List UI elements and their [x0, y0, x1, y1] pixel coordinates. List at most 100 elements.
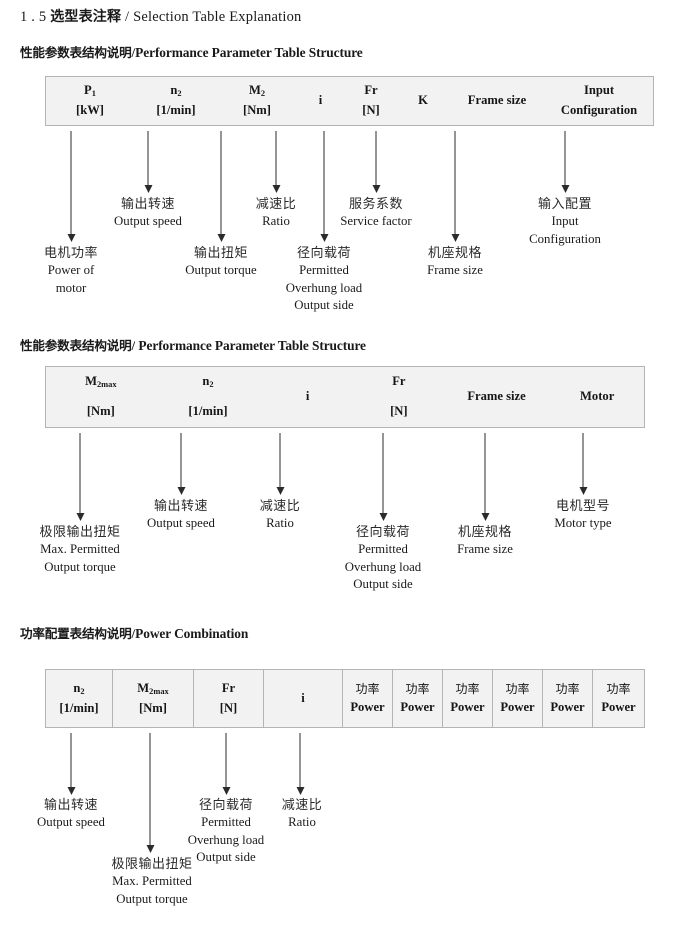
column-unit: [N]: [362, 103, 380, 117]
section-heading-en: Performance Parameter Table Structure: [138, 338, 366, 353]
section-heading-separator: /: [131, 45, 136, 60]
column-cn: 功率: [405, 681, 430, 696]
annotation-permitted-overhung-load: 径向载荷 Permitted Overhung load Output side: [345, 524, 421, 593]
annotation-cn: 电机型号: [555, 499, 611, 514]
column-symbol: i: [318, 93, 323, 108]
annotation-en: Output speed: [147, 516, 215, 531]
column-en: Power: [550, 699, 585, 714]
column-unit: [1/min]: [188, 404, 228, 418]
table-column-power-6: 功率 Power: [592, 670, 644, 727]
arrow-to-motor-type: [579, 433, 588, 495]
arrow-to-power-of-motor: [67, 131, 76, 242]
table-column-power-5: 功率 Power: [542, 670, 592, 727]
annotation-cn: 输出扭矩: [193, 246, 249, 261]
column-cn: 功率: [355, 681, 380, 696]
annotation-en: Output side: [196, 849, 256, 864]
annotation-input-configuration: 输入配置 Input Configuration: [529, 196, 601, 248]
arrow-to-input-configuration: [561, 131, 570, 193]
column-symbol: n2: [202, 374, 214, 390]
annotation-en: motor: [55, 280, 87, 295]
annotation-en: Output speed: [114, 214, 182, 229]
column-symbol: M2: [248, 83, 266, 99]
table-column-motor: Motor: [550, 367, 644, 427]
annotation-en: Permitted: [299, 263, 349, 278]
annotation-cn: 减速比: [281, 798, 323, 813]
section-heading-en: Power Combination: [135, 626, 249, 641]
column-en: Power: [350, 699, 385, 714]
annotation-en: Max. Permitted: [40, 542, 120, 557]
table-column-power-4: 功率 Power: [492, 670, 542, 727]
column-unit: [Nm]: [86, 404, 115, 418]
annotation-cn: 减速比: [259, 499, 301, 514]
annotation-cn: 减速比: [255, 197, 297, 212]
annotation-en: Overhung load: [285, 280, 363, 295]
performance-parameter-table-1: P1 [kW] n2 [1/min] M2 [Nm] i Fr [N] K Fr…: [45, 76, 654, 126]
section-heading-cn: 性能参数表结构说明: [20, 45, 132, 60]
annotation-cn: 电机功率: [43, 246, 99, 261]
annotation-permitted-overhung-load: 径向载荷 Permitted Overhung load Output side: [188, 797, 264, 866]
arrow-to-max-permitted-output-torque: [76, 433, 85, 521]
annotation-motor-type: 电机型号 Motor type: [554, 498, 611, 533]
column-symbol: i: [305, 389, 310, 404]
section-heading-en: Performance Parameter Table Structure: [135, 45, 363, 60]
annotation-cn: 机座规格: [427, 246, 483, 261]
annotation-en: Max. Permitted: [112, 874, 192, 889]
arrow-to-frame-size: [451, 131, 460, 242]
annotation-ratio: 减速比 Ratio: [260, 498, 301, 533]
column-en: Power: [500, 699, 535, 714]
arrow-to-permitted-overhung-load: [222, 733, 231, 795]
table-column-n2: n2 [1/min]: [46, 670, 112, 727]
section-heading-separator: /: [131, 338, 136, 353]
table-column-power-3: 功率 Power: [442, 670, 492, 727]
annotation-en: Overhung load: [187, 832, 265, 847]
annotation-en: Output torque: [44, 559, 116, 574]
arrow-to-output-speed: [144, 131, 153, 193]
annotation-max-permitted-output-torque: 极限输出扭矩 Max. Permitted Output torque: [111, 856, 192, 908]
column-symbol: M2max: [137, 680, 169, 696]
annotation-cn: 径向载荷: [355, 525, 411, 540]
column-unit: [1/min]: [59, 700, 99, 715]
column-symbol: Fr: [392, 374, 406, 389]
table-column-n2: n2 [1/min]: [134, 77, 218, 125]
table-column-frame-size: Frame size: [449, 77, 545, 125]
column-unit: [1/min]: [156, 103, 196, 117]
column-en: Power: [601, 699, 636, 714]
table-column-fr: Fr [N]: [193, 670, 263, 727]
page-title-en: Selection Table Explanation: [133, 9, 302, 25]
column-cn: 功率: [505, 681, 530, 696]
column-unit: [N]: [390, 404, 408, 418]
table-column-k: K: [397, 77, 449, 125]
annotation-en: Service factor: [340, 214, 412, 229]
column-symbol: Fr: [221, 680, 236, 695]
column-cn: 功率: [555, 681, 580, 696]
column-unit: [Nm]: [243, 103, 271, 117]
table-column-fr: Fr [N]: [355, 367, 443, 427]
table-column-i: i: [263, 670, 342, 727]
table-column-m2max: M2max [Nm]: [112, 670, 193, 727]
table-column-p1: P1 [kW]: [46, 77, 134, 125]
annotation-cn: 输出转速: [120, 197, 176, 212]
arrow-to-frame-size: [481, 433, 490, 521]
arrow-to-permitted-overhung-load: [320, 131, 329, 242]
arrow-to-output-torque: [217, 131, 226, 242]
column-symbol: P1: [84, 83, 96, 99]
table-column-power-1: 功率 Power: [342, 670, 392, 727]
annotation-service-factor: 服务系数 Service factor: [340, 196, 411, 231]
annotation-ratio: 减速比 Ratio: [256, 196, 297, 231]
power-combination-table: n2 [1/min] M2max [Nm] Fr [N] i 功率 Power …: [45, 669, 645, 728]
table-column-fr: Fr [N]: [345, 77, 397, 125]
annotation-output-torque: 输出扭矩 Output torque: [185, 245, 256, 280]
annotation-cn: 服务系数: [348, 197, 404, 212]
column-en: Power: [450, 699, 485, 714]
annotation-cn: 机座规格: [457, 525, 513, 540]
column-symbol: i: [301, 690, 305, 705]
page-title-separator: /: [125, 9, 130, 25]
table-column-n2: n2 [1/min]: [156, 367, 261, 427]
annotation-cn: 极限输出扭矩: [39, 525, 121, 540]
annotation-en: Input: [551, 214, 579, 229]
annotation-cn: 径向载荷: [296, 246, 352, 261]
table-column-frame-size: Frame size: [443, 367, 551, 427]
column-symbol: K: [418, 93, 428, 108]
annotation-power-of-motor: 电机功率 Power of motor: [44, 245, 98, 297]
annotation-en: Output torque: [116, 891, 188, 906]
